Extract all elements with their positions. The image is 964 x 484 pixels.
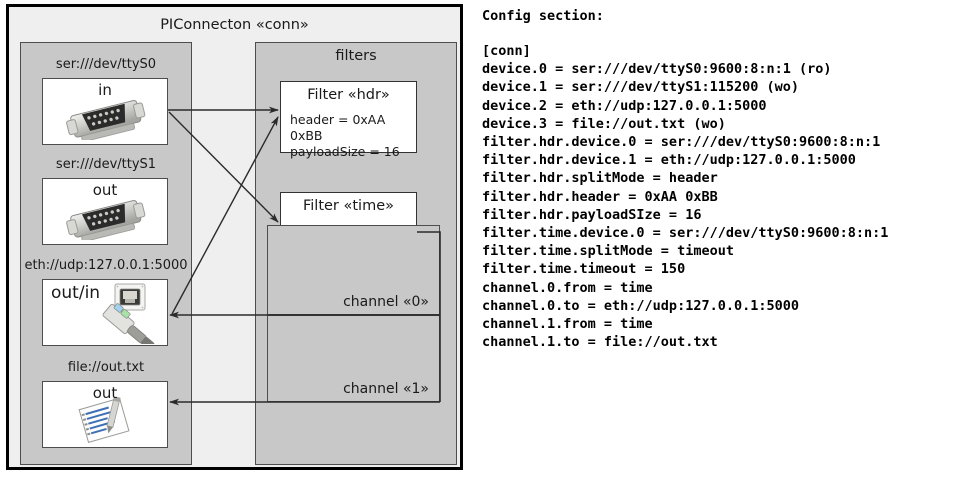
config-line: filter.hdr.splitMode = header: [482, 170, 718, 187]
channel-box-1[interactable]: channel «1»: [267, 315, 440, 402]
device-label-in: in: [98, 81, 112, 99]
text-document-icon: [43, 382, 167, 447]
config-line: device.2 = eth://udp:127.0.0.1:5000: [482, 97, 767, 114]
config-line: device.3 = file://out.txt (wo): [482, 115, 726, 132]
diagram-title: PIConnecton «conn»: [160, 17, 309, 33]
device-label-out-file: out: [92, 384, 118, 402]
config-line: filter.time.device.0 = ser:///dev/ttyS0:…: [482, 225, 889, 242]
config-line: channel.0.to = eth://udp:127.0.0.1:5000: [482, 297, 799, 314]
architecture-diagram: PIConnecton «conn» filters ser:///dev/tt…: [0, 0, 474, 484]
filter-attr: payloadSize = 16: [290, 144, 400, 159]
device-card-ttyS0[interactable]: in: [42, 78, 168, 145]
device-card-ttyS1[interactable]: out: [42, 178, 168, 245]
device-card-eth[interactable]: out/in: [42, 279, 168, 346]
config-line: filter.time.timeout = 150: [482, 261, 686, 278]
config-line: filter.hdr.header = 0xAA 0xBB: [482, 188, 718, 205]
config-line: device.1 = ser:///dev/ttyS1:115200 (wo): [482, 79, 799, 96]
filter-attr: header = 0xAA 0xBB: [290, 112, 386, 143]
channel-label-0: channel «0»: [343, 294, 429, 310]
device-label-out-in: out/in: [51, 283, 101, 303]
config-line: filter.hdr.device.1 = eth://udp:127.0.0.…: [482, 152, 856, 169]
config-line: channel.1.from = time: [482, 316, 653, 333]
device-card-file[interactable]: out: [42, 381, 168, 448]
serial-port-icon: [43, 79, 167, 144]
config-line: filter.hdr.device.0 = ser:///dev/ttyS0:9…: [482, 134, 881, 151]
device-caption-eth: eth://udp:127.0.0.1:5000: [24, 258, 188, 273]
config-line: device.0 = ser:///dev/ttyS0:9600:8:n:1 (…: [482, 61, 832, 78]
filters-group-title: filters: [335, 48, 377, 64]
config-line: filter.time.splitMode = timeout: [482, 243, 734, 260]
filter-title-hdr: Filter «hdr»: [307, 87, 390, 103]
config-body: [conn] device.0 = ser:///dev/ttyS0:9600:8…: [482, 42, 888, 351]
filter-title-time: Filter «time»: [302, 198, 395, 214]
channel-box-0[interactable]: channel «0»: [267, 225, 440, 315]
config-line: filter.hdr.payloadSIze = 16: [482, 206, 702, 223]
device-caption-ttyS1: ser:///dev/ttyS1: [55, 157, 157, 172]
config-line: channel.0.from = time: [482, 279, 653, 296]
device-caption-ttyS0: ser:///dev/ttyS0: [55, 57, 157, 72]
config-section-panel: Config section: [conn] device.0 = ser:///…: [482, 0, 964, 484]
config-heading: Config section:: [482, 8, 604, 24]
serial-port-icon: [43, 179, 167, 244]
filter-attrs-hdr: header = 0xAA 0xBB payloadSize = 16: [290, 112, 416, 160]
filter-box-hdr[interactable]: Filter «hdr» header = 0xAA 0xBB payloadS…: [280, 81, 417, 159]
device-caption-file: file://out.txt: [67, 360, 145, 375]
channel-label-1: channel «1»: [343, 381, 429, 397]
config-line: [conn]: [482, 43, 531, 59]
device-label-out-serial: out: [92, 181, 118, 199]
config-line: channel.1.to = file://out.txt: [482, 334, 718, 351]
ethernet-jack-icon: [43, 280, 167, 345]
